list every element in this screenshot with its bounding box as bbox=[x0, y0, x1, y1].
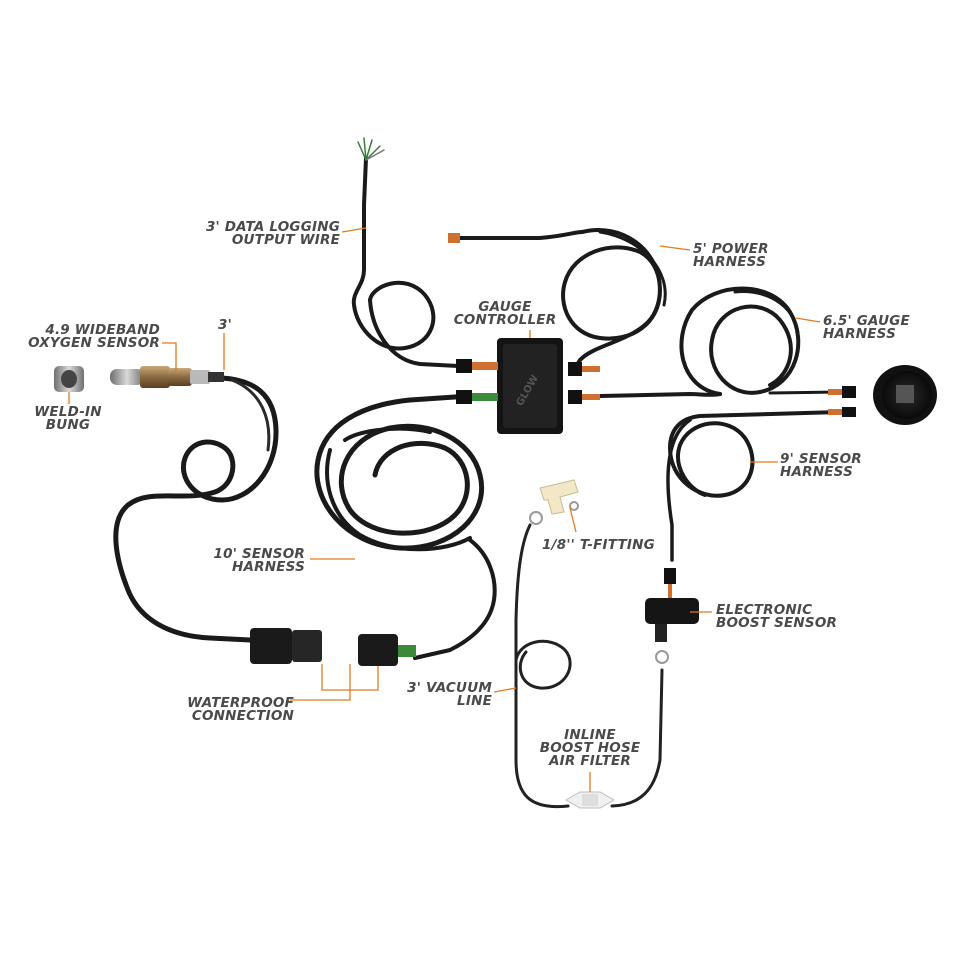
waterproof-connectors bbox=[250, 628, 416, 666]
label-weld-in-bung: WELD-IN BUNG bbox=[34, 404, 102, 433]
data-logging-wire bbox=[351, 137, 460, 368]
label-t-fitting: 1/8'' T-FITTING bbox=[542, 537, 655, 553]
label-oxygen-sensor: 4.9 WIDEBAND OXYGEN SENSOR bbox=[28, 322, 160, 351]
label-boost-sensor: ELECTRONIC BOOST SENSOR bbox=[716, 602, 838, 631]
label-sensor-harness-10: 10' SENSOR HARNESS bbox=[213, 546, 305, 575]
oxygen-sensor-icon bbox=[110, 366, 224, 388]
gauge-harness-cable bbox=[598, 286, 842, 398]
sensor-harness-9-cable bbox=[666, 410, 842, 562]
gauge-controller-box: GLOW bbox=[497, 338, 563, 434]
label-gauge-harness: 6.5' GAUGE HARNESS bbox=[823, 313, 910, 342]
inline-filter-icon bbox=[564, 791, 616, 809]
sensor-harness-10-cable bbox=[314, 393, 497, 660]
leader-lines bbox=[68, 227, 821, 792]
t-fitting-icon bbox=[529, 479, 579, 525]
oxygen-sensor-lead bbox=[113, 375, 279, 643]
power-harness bbox=[453, 228, 667, 370]
label-waterproof: WATERPROOF CONNECTION bbox=[187, 695, 294, 724]
label-air-filter: INLINE BOOST HOSE AIR FILTER bbox=[539, 727, 641, 769]
label-power-harness: 5' POWER HARNESS bbox=[693, 241, 769, 270]
label-sensor-harness-9: 9' SENSOR HARNESS bbox=[780, 451, 862, 480]
label-three-foot: 3' bbox=[218, 317, 232, 333]
label-data-logging: 3' DATA LOGGING OUTPUT WIRE bbox=[205, 219, 340, 248]
vacuum-line bbox=[514, 523, 664, 809]
label-vacuum-line: 3' VACUUM LINE bbox=[407, 680, 492, 709]
round-gauge-icon bbox=[828, 365, 937, 425]
controller-connectors bbox=[448, 233, 600, 404]
boost-sensor-icon bbox=[645, 568, 699, 664]
weld-bung-icon bbox=[54, 366, 84, 392]
label-gauge-controller: GAUGE CONTROLLER bbox=[453, 299, 557, 328]
